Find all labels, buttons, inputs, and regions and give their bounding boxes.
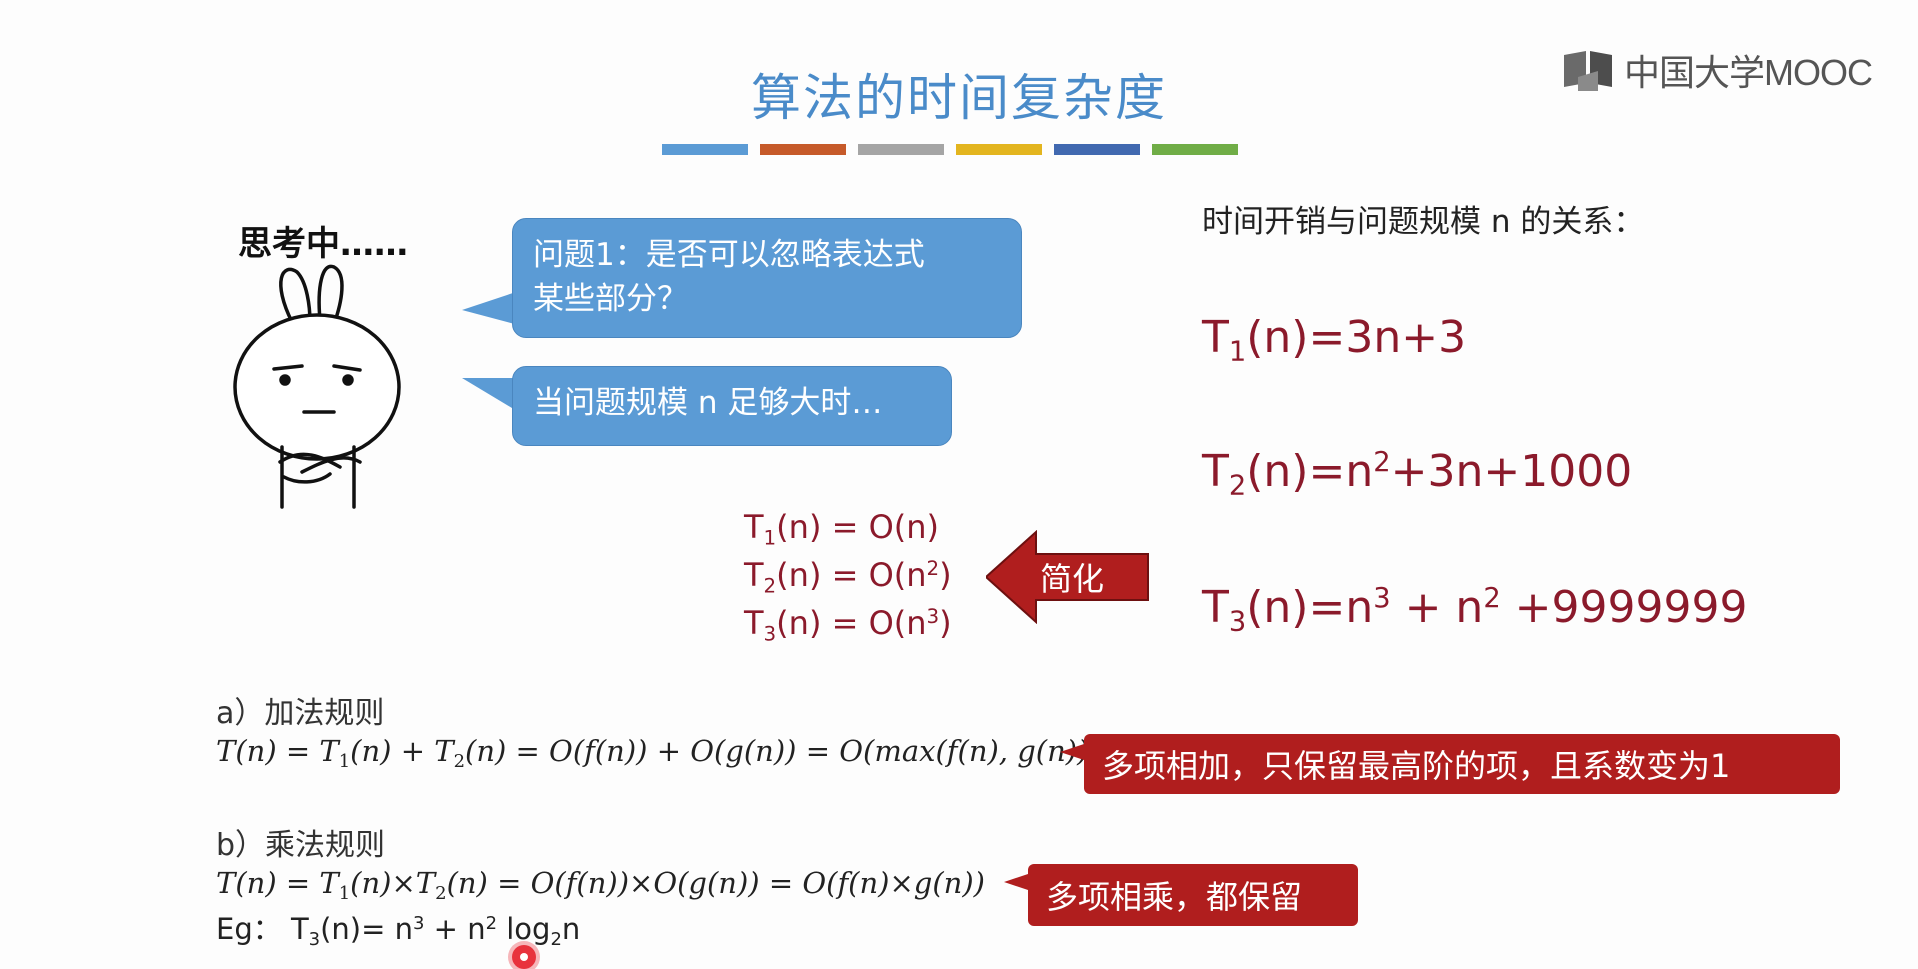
color-bar-segment bbox=[760, 144, 846, 155]
logo-text: 中国大学MOOC bbox=[1624, 52, 1873, 93]
example-line: Eg： T3(n)= n3 + n2 log2n bbox=[216, 912, 581, 950]
rule-b-callout: 多项相乘，都保留 bbox=[1028, 864, 1358, 926]
t1-formula: T1(n)=3n+3 bbox=[1202, 312, 1467, 368]
bubble-tail bbox=[462, 290, 522, 326]
mooc-logo: 中国大学MOOC bbox=[1560, 45, 1873, 95]
simplified-t3: T3(n) = O(n3) bbox=[744, 604, 952, 646]
callout-tail bbox=[1004, 872, 1034, 892]
rule-b-label: b）乘法规则 bbox=[216, 828, 386, 863]
color-bar-segment bbox=[1152, 144, 1238, 155]
callout-tail bbox=[1060, 742, 1090, 762]
rabbit-illustration bbox=[233, 264, 401, 509]
bubble-line: 某些部分？ bbox=[533, 281, 688, 317]
color-bar-segment bbox=[956, 144, 1042, 155]
condition-bubble: 当问题规模 n 足够大时… bbox=[512, 366, 952, 446]
bubble-line: 问题1：是否可以忽略表达式 bbox=[533, 237, 925, 273]
rule-a-label: a）加法规则 bbox=[216, 696, 385, 731]
slide-title: 算法的时间复杂度 bbox=[751, 69, 1167, 127]
t3-formula: T3(n)=n3 + n2 +9999999 bbox=[1202, 582, 1748, 638]
bubble-line: 当问题规模 n 足够大时… bbox=[533, 385, 883, 421]
thinking-label: 思考中…… bbox=[238, 224, 408, 264]
simplify-arrow bbox=[986, 530, 1149, 624]
t2-formula: T2(n)=n2+3n+1000 bbox=[1202, 446, 1633, 502]
pointer-cursor-icon bbox=[512, 945, 536, 969]
question-bubble: 问题1：是否可以忽略表达式 某些部分？ bbox=[512, 218, 1022, 338]
rule-a-callout: 多项相加，只保留最高阶的项，且系数变为1 bbox=[1084, 734, 1840, 794]
book-icon bbox=[1564, 51, 1612, 91]
rule-a-formula: T(n) = T1(n) + T2(n) = O(f(n)) + O(g(n))… bbox=[216, 734, 1100, 772]
color-bar-segment bbox=[858, 144, 944, 155]
color-bar-segment bbox=[1054, 144, 1140, 155]
rule-b-formula: T(n) = T1(n)×T2(n) = O(f(n))×O(g(n)) = O… bbox=[216, 866, 985, 904]
simplified-t1: T1(n) = O(n) bbox=[744, 508, 940, 550]
relation-label: 时间开销与问题规模 n 的关系： bbox=[1202, 204, 1645, 240]
simplify-label: 简化 bbox=[1040, 560, 1105, 598]
simplified-t2: T2(n) = O(n2) bbox=[744, 556, 952, 598]
color-bar-segment bbox=[662, 144, 748, 155]
bubble-tail bbox=[462, 378, 522, 414]
